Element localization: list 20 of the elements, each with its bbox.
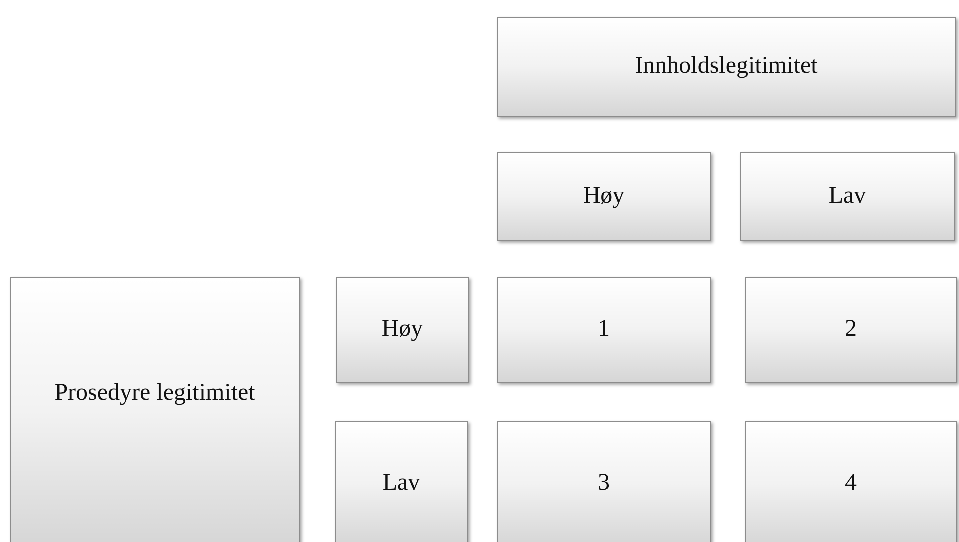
grid-box — [336, 277, 469, 383]
grid-box — [10, 277, 300, 542]
grid-box — [335, 421, 468, 542]
box-label: Lav — [828, 182, 866, 210]
grid-box — [497, 152, 711, 241]
box-label: Høy — [583, 182, 625, 210]
box-label: 3 — [598, 470, 610, 498]
grid-box — [497, 17, 956, 117]
box-label: 2 — [845, 316, 857, 344]
box-label: 1 — [598, 316, 610, 344]
box-label: Prosedyre legitimitet — [54, 380, 256, 408]
grid-box — [497, 421, 711, 542]
grid-box — [745, 421, 957, 542]
box-label: Innholdslegitimitet — [635, 53, 818, 81]
box-label: 4 — [845, 470, 857, 498]
box-label: Lav — [382, 470, 420, 498]
grid-box — [745, 277, 957, 383]
grid-box — [740, 152, 955, 241]
box-label: Høy — [382, 316, 424, 344]
grid-box — [497, 277, 711, 383]
